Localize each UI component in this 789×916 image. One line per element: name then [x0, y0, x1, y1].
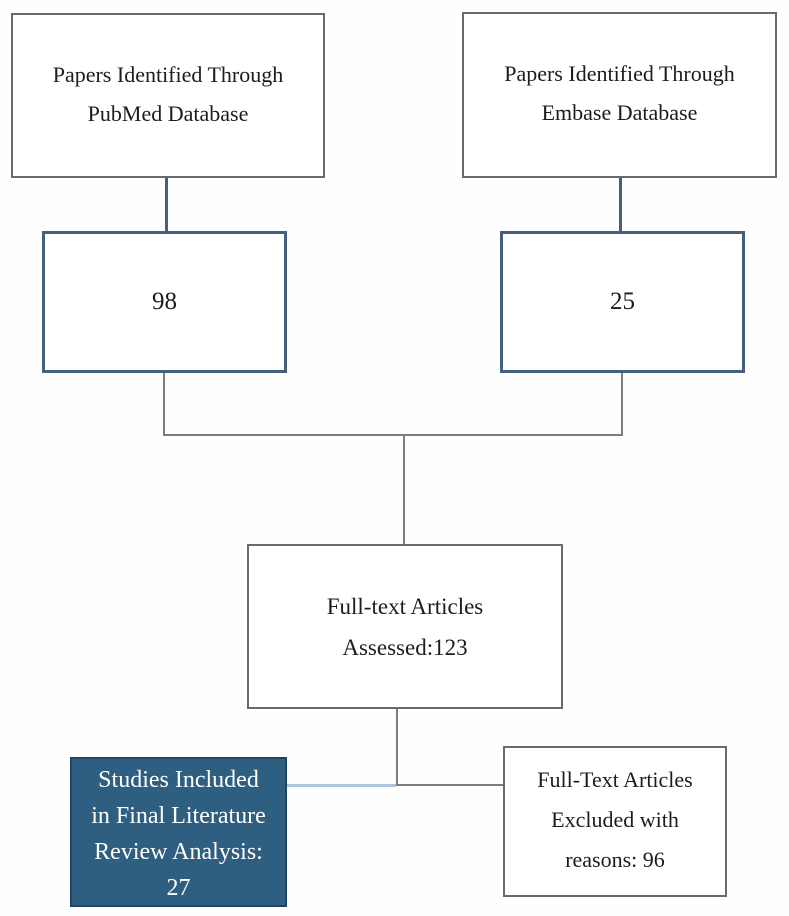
box-fulltext-excluded: Full-Text Articles Excluded with reasons… [503, 746, 727, 897]
included-line1: Studies Included [98, 767, 259, 793]
connector-to-excluded [396, 784, 503, 786]
box-pubmed-count: 98 [42, 231, 287, 373]
box-pubmed-line1: Papers Identified Through [52, 62, 284, 87]
embase-count-value: 25 [610, 288, 635, 315]
box-fulltext-assessed: Full-text Articles Assessed:123 [247, 544, 563, 709]
included-line2: in Final Literature [91, 803, 266, 829]
connector-merge-to-assessed [403, 436, 405, 544]
box-embase-source: Papers Identified Through Embase Databas… [462, 12, 777, 178]
excluded-line2: Excluded with [551, 807, 679, 832]
box-embase-line2: Embase Database [541, 100, 698, 125]
excluded-line3: reasons: 96 [565, 847, 665, 872]
box-pubmed-source: Papers Identified Through PubMed Databas… [11, 13, 325, 178]
box-embase-line1: Papers Identified Through [504, 61, 735, 86]
included-line4: 27 [166, 875, 191, 901]
connector-merge-horizontal [163, 434, 623, 436]
box-studies-included: Studies Included in Final Literature Rev… [70, 757, 287, 907]
connector-embase-to-count [619, 178, 622, 231]
box-pubmed-line2: PubMed Database [87, 101, 249, 126]
assessed-line2: Assessed:123 [342, 635, 468, 660]
connector-assessed-down [396, 709, 398, 786]
connector-embase-count-down [621, 373, 623, 436]
connector-to-included [287, 784, 396, 787]
assessed-line1: Full-text Articles [326, 594, 484, 619]
included-line3: Review Analysis: [94, 839, 263, 865]
excluded-line1: Full-Text Articles [537, 767, 693, 792]
connector-pubmed-to-count [165, 178, 168, 231]
connector-pubmed-count-down [163, 373, 165, 436]
pubmed-count-value: 98 [152, 288, 177, 315]
box-embase-count: 25 [500, 231, 745, 373]
